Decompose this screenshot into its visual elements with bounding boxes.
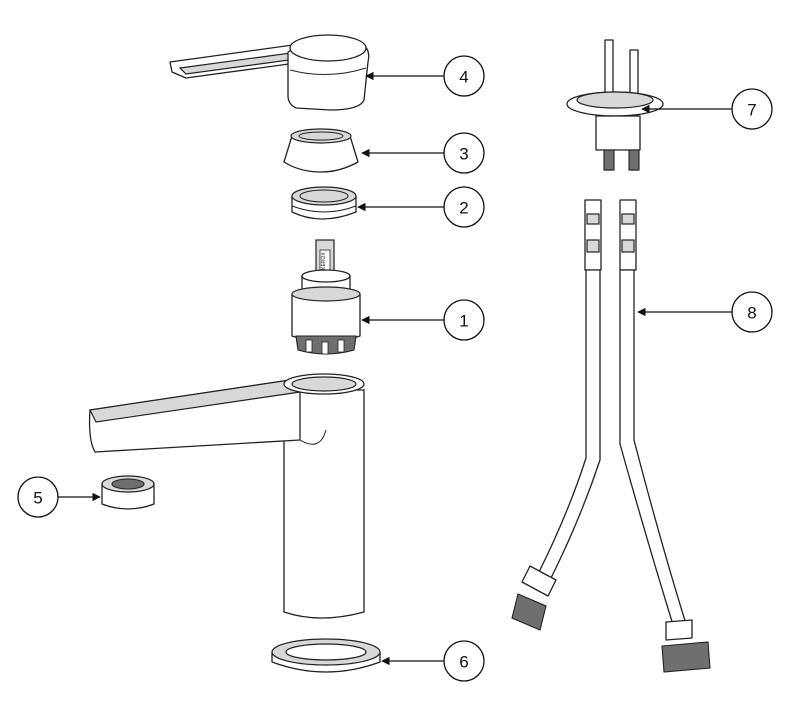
nut-part — [291, 186, 357, 220]
cartridge-label: KEROX — [321, 252, 327, 270]
callout-7: 7 — [731, 88, 773, 130]
handle-part — [169, 34, 370, 111]
cartridge-part: KEROX — [291, 239, 361, 355]
callout-number: 7 — [747, 101, 756, 120]
callout-leaders — [58, 71, 732, 666]
callout-1: 1 — [443, 299, 485, 341]
callout-2: 2 — [443, 186, 485, 228]
callout-number: 3 — [459, 145, 468, 164]
callout-number: 6 — [459, 653, 468, 672]
callout-number: 1 — [459, 312, 468, 331]
callout-5: 5 — [17, 476, 59, 518]
hoses-part — [511, 199, 711, 673]
callout-number: 4 — [459, 68, 468, 87]
faucet-body — [88, 373, 365, 619]
mounting-kit-part — [566, 39, 664, 171]
callout-number: 8 — [747, 304, 756, 323]
callout-3: 3 — [443, 132, 485, 174]
callout-8: 8 — [731, 291, 773, 333]
aerator-part — [101, 475, 155, 510]
callout-6: 6 — [443, 640, 485, 682]
cover-ring-part — [283, 128, 359, 173]
callout-number: 5 — [33, 489, 42, 508]
callout-number: 2 — [459, 199, 468, 218]
callout-4: 4 — [443, 55, 485, 97]
base-gasket-part — [271, 638, 381, 673]
